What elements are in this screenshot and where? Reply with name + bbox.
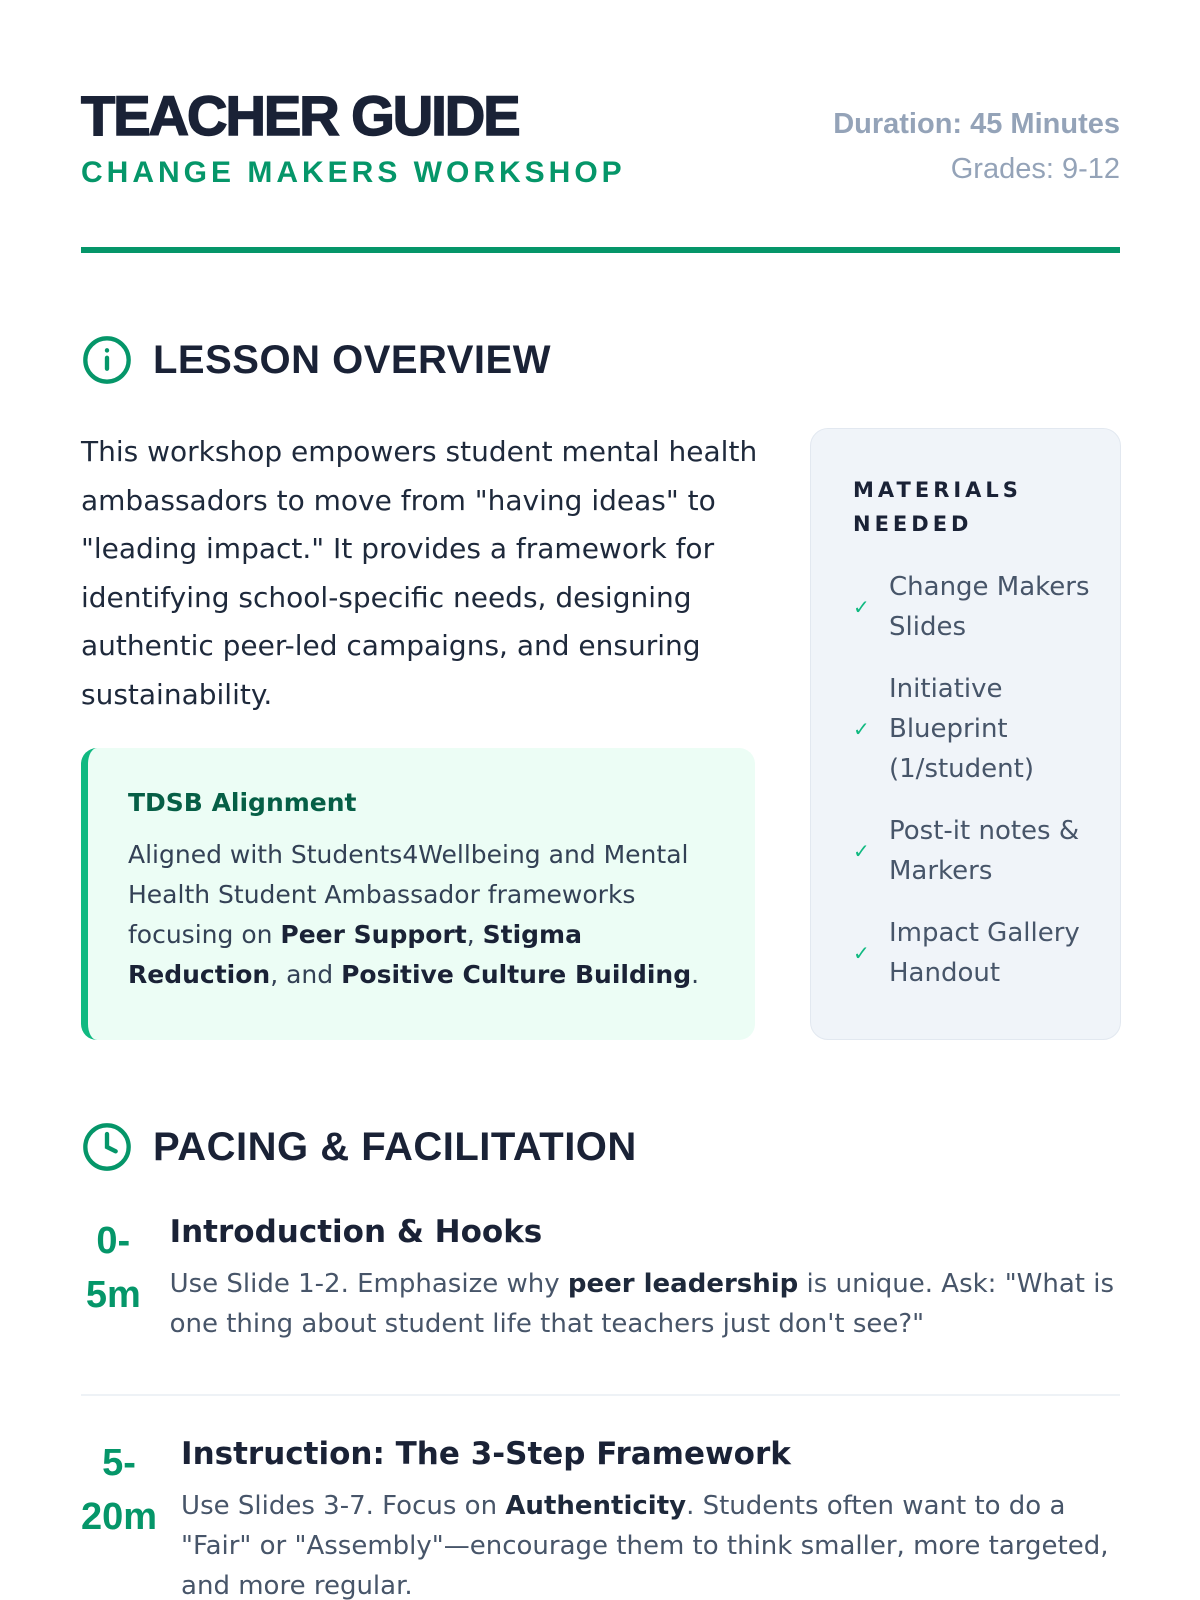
overview-paragraph: This workshop empowers student mental he… (81, 435, 758, 711)
emphasis: Peer Support (280, 920, 467, 949)
text: . (691, 960, 700, 989)
item-label: Post-it notes & Markers (889, 816, 1080, 886)
header-divider (81, 247, 1120, 253)
pacing-row: 5-20m Instruction: The 3-Step Framework … (81, 1436, 1120, 1600)
emphasis: peer leadership (567, 1269, 799, 1299)
list-item: ✓ Impact Gallery Handout (853, 913, 1090, 993)
text: is unique. Ask: "What is one thing about… (169, 1269, 1115, 1339)
page-subtitle: CHANGE MAKERS WORKSHOP (81, 156, 626, 189)
row-text: Use Slide 1-2. Emphasize why peer leader… (170, 1264, 1120, 1344)
pacing-heading: PACING & FACILITATION (81, 1121, 637, 1173)
section-title: LESSON OVERVIEW (153, 337, 551, 382)
check-icon: ✓ (853, 941, 870, 965)
alignment-text: Aligned with Students4Wellbeing and Ment… (128, 835, 715, 995)
alignment-callout: TDSB Alignment Aligned with Students4Wel… (81, 748, 755, 1040)
materials-card: MATERIALS NEEDED ✓ Change Makers Slides ✓… (810, 428, 1121, 1040)
emphasis: Positive Culture Building (341, 960, 692, 989)
item-label: Impact Gallery Handout (889, 918, 1080, 988)
section-title: PACING & FACILITATION (153, 1124, 637, 1169)
text: Aligned with Students4Wellbeing and Ment… (128, 840, 689, 949)
text: , (466, 920, 483, 949)
row-title: Introduction & Hooks (169, 1214, 543, 1250)
clock-icon (83, 1123, 131, 1171)
header: TEACHER GUIDE CHANGE MAKERS WORKSHOP Dur… (80, 83, 1120, 254)
text: Use Slides 3-7. Focus on (181, 1491, 506, 1521)
item-label: Initiative Blueprint (1/student) (889, 674, 1034, 784)
info-icon (83, 336, 131, 384)
text: , and (270, 960, 342, 989)
time-range: 0-5m (85, 1220, 141, 1316)
check-icon: ✓ (853, 717, 870, 741)
row-divider (81, 1394, 1120, 1396)
pacing-row: 0-5m Introduction & Hooks Use Slide 1-2.… (81, 1214, 1120, 1344)
time-range: 5-20m (81, 1442, 158, 1538)
materials-heading: MATERIALS NEEDED (853, 478, 1022, 536)
text: . Students often want to do a "Fair" or … (181, 1491, 1109, 1600)
check-icon: ✓ (853, 839, 870, 863)
overview-heading: LESSON OVERVIEW (81, 334, 551, 386)
row-title: Instruction: The 3-Step Framework (181, 1436, 791, 1472)
grades: Grades: 9-12 (950, 153, 1120, 185)
duration: Duration: 45 Minutes (833, 108, 1120, 140)
emphasis: Authenticity (505, 1491, 687, 1521)
check-icon: ✓ (853, 595, 870, 619)
lesson-meta: Duration: 45 Minutes Grades: 9-12 (833, 108, 1120, 186)
list-item: ✓ Initiative Blueprint (1/student) (853, 669, 1090, 789)
row-text: Use Slides 3-7. Focus on Authenticity. S… (181, 1486, 1120, 1600)
list-item: ✓ Post-it notes & Markers (853, 811, 1090, 891)
alignment-title: TDSB Alignment (128, 788, 357, 817)
text: Use Slide 1-2. Emphasize why (169, 1269, 568, 1299)
item-label: Change Makers Slides (889, 572, 1090, 642)
emphasis: Stigma Reduction (128, 920, 582, 989)
page-title: TEACHER GUIDE (80, 83, 521, 148)
list-item: ✓ Change Makers Slides (853, 567, 1090, 647)
